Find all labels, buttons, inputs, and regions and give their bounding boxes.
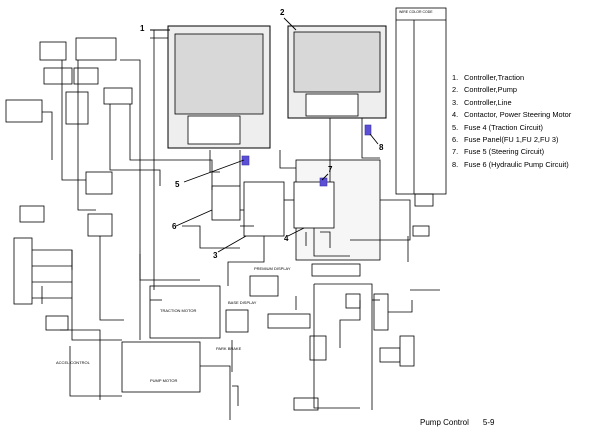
connector-a (39, 41, 67, 61)
legend-item-2: 2. Controller,Pump (452, 84, 598, 96)
callout-8: 8 (379, 143, 384, 152)
legend-num: 8. (452, 159, 459, 169)
pump-motor-box (121, 341, 201, 393)
legend-num: 3. (452, 97, 459, 107)
legend-label: Fuse 6 (Hydraulic Pump Circuit) (464, 159, 569, 169)
connector-e (5, 99, 43, 123)
callout-6: 6 (172, 222, 177, 231)
legend-label: Fuse 4 (Traction Circuit) (464, 122, 543, 132)
legend-item-5: 5. Fuse 4 (Traction Circuit) (452, 122, 598, 134)
fuse-6-highlight (364, 124, 372, 136)
traction-motor-box (149, 285, 221, 339)
base-display-label: BASE DISPLAY (228, 300, 257, 305)
pump-motor-label: PUMP MOTOR (150, 378, 178, 383)
traction-motor-label: TRACTION MOTOR (160, 308, 197, 313)
legend-num: 4. (452, 110, 459, 120)
connector-f (65, 91, 89, 125)
page-footer: Pump Control 5-9 (420, 418, 494, 427)
premium-display-label: PREMIUM DISPLAY (254, 266, 291, 271)
component-legend: 1.Controller,Traction 2.Controller,Pump … (452, 72, 598, 171)
legend-label: Controller,Line (464, 97, 512, 107)
legend-label: Fuse Panel(FU 1,FU 2,FU 3) (464, 135, 559, 145)
wire-color-table (395, 7, 447, 195)
legend-label: Controller,Traction (464, 73, 525, 82)
park-brake-label: PARK BRAKE (216, 346, 242, 351)
page-number: 5-9 (482, 418, 495, 427)
footer-title: Pump Control (420, 418, 469, 427)
connector-g (103, 87, 133, 105)
legend-item-7: 7. Fuse 5 (Steering Circuit) (452, 146, 598, 158)
legend-item-4: 4. Contactor, Power Steering Motor (452, 109, 598, 121)
premium-display-box (249, 275, 279, 297)
callout-3: 3 (213, 251, 218, 260)
accel-control-label: ACCEL CONTROL (56, 360, 90, 365)
callout-2: 2 (280, 8, 285, 17)
legend-label: Contactor, Power Steering Motor (464, 110, 572, 120)
callout-7: 7 (328, 165, 333, 174)
callout-5: 5 (175, 180, 180, 189)
connector-d (73, 67, 99, 85)
fuse-panel (211, 185, 241, 221)
legend-num: 6. (452, 135, 459, 145)
legend-num: 2. (452, 85, 459, 95)
steering-contactor (293, 181, 335, 229)
legend-item-6: 6. Fuse Panel(FU 1,FU 2,FU 3) (452, 134, 598, 146)
fuse-5-highlight (319, 177, 328, 187)
callout-1: 1 (140, 24, 145, 33)
legend-label: Fuse 5 (Steering Circuit) (464, 147, 545, 157)
connector-b (75, 37, 117, 61)
connector-c (43, 67, 73, 85)
callout-4: 4 (284, 234, 289, 243)
legend-label: Controller,Pump (464, 85, 517, 95)
legend-num: 7. (452, 147, 459, 157)
legend-item-3: 3. Controller,Line (452, 97, 598, 109)
base-display-box (225, 309, 249, 333)
legend-num: 1. (452, 73, 459, 82)
legend-item-1: 1. Controller,Traction (452, 72, 598, 84)
legend-num: 5. (452, 122, 459, 132)
line-contactor (243, 181, 285, 237)
legend-item-8: 8. Fuse 6 (Hydraulic Pump Circuit) (452, 159, 598, 171)
wire-table-title: WIRE COLOR CODE (399, 10, 433, 14)
